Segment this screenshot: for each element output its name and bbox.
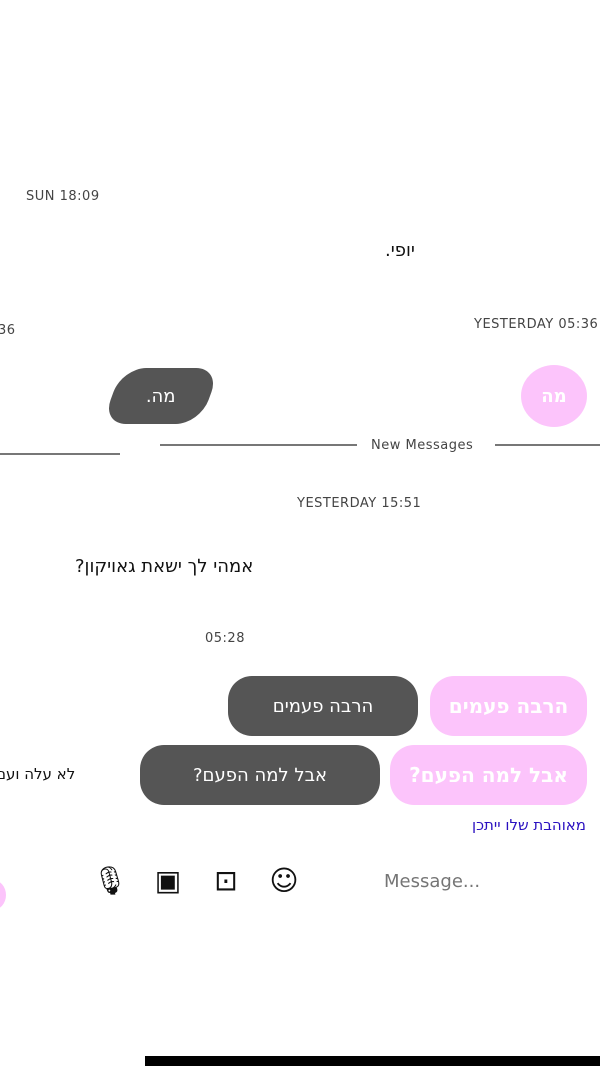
message-text: מה. (146, 385, 176, 407)
message-bubble-pink[interactable]: אבל למה הפעם? (390, 745, 587, 805)
timestamp-yesterday-2: YESTERDAY 15:51 (297, 496, 422, 511)
message-incoming: אמהי לך ישאת גאויקון? (75, 556, 254, 577)
new-messages-divider: New Messages (371, 438, 474, 453)
message-bubble-outgoing[interactable]: אבל למה הפעם? (140, 745, 380, 805)
timestamp-yesterday: YESTERDAY 05:36 (474, 317, 599, 332)
divider-line (160, 444, 357, 446)
timestamp-time: 05:28 (205, 631, 245, 646)
emoji-icon[interactable]: ☺ (269, 864, 299, 897)
timestamp-sun: SUN 18:09 (26, 189, 100, 204)
image-icon[interactable]: ▣ (154, 864, 182, 897)
message-bubble-outgoing[interactable]: מה. (101, 368, 221, 424)
message-overlay-text: מאוהבת שלו ייתכן (472, 816, 586, 834)
timestamp-fragment: 36 (0, 323, 16, 338)
camera-button[interactable] (0, 880, 6, 910)
mic-icon[interactable]: 🎙 (92, 864, 128, 897)
message-incoming: לא עלה ועם (0, 765, 76, 783)
divider-line-left (0, 453, 120, 455)
avatar[interactable]: מה (521, 365, 587, 427)
divider-line-right (495, 444, 600, 446)
message-bubble-outgoing[interactable]: הרבה פעמים (228, 676, 418, 736)
message-bubble-pink[interactable]: הרבה פעמים (430, 676, 587, 736)
home-indicator (145, 1056, 600, 1066)
message-input[interactable] (382, 866, 586, 896)
composer-toolbar: 🎙 ▣ ⊡ ☺ (90, 864, 304, 897)
gif-icon[interactable]: ⊡ (214, 864, 238, 897)
message-incoming: יופי. (385, 240, 415, 261)
